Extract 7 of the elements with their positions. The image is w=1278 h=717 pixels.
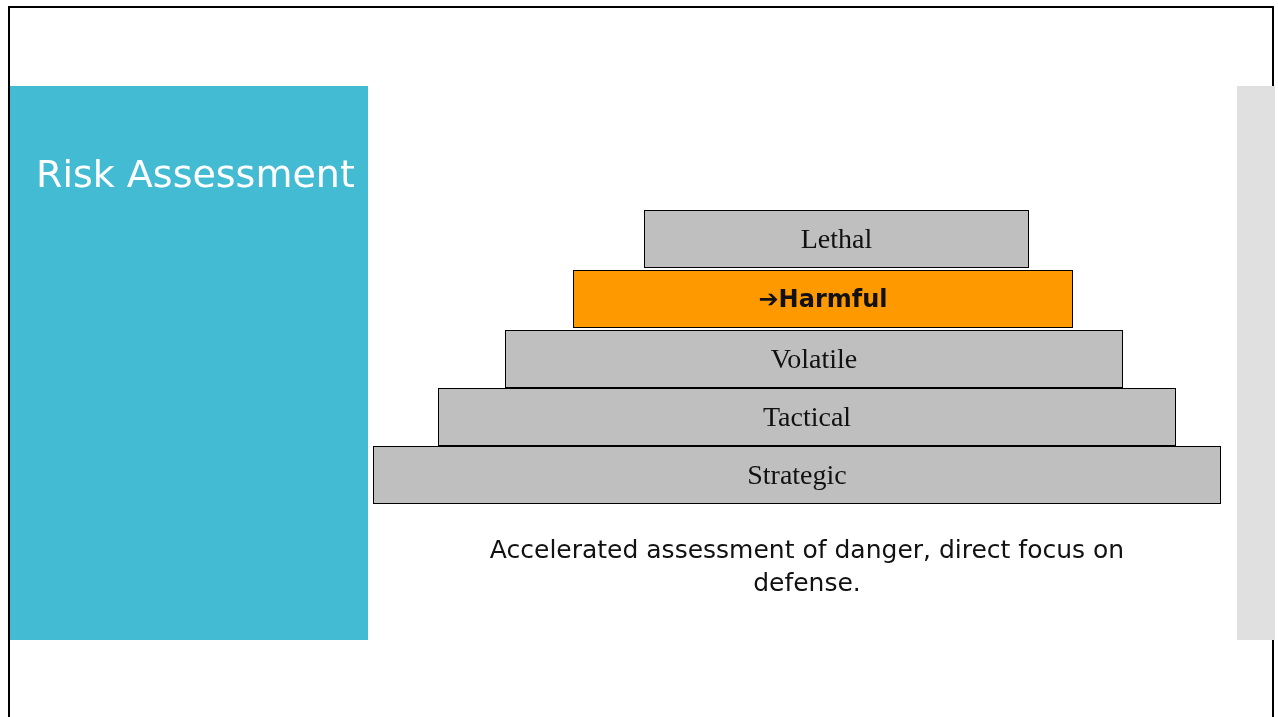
highlighted-pyramid-tier: ➔Harmful [573, 270, 1073, 328]
pyramid-tier: Strategic [373, 446, 1221, 504]
pyramid-tier: Tactical [438, 388, 1176, 446]
pyramid-tier: Volatile [505, 330, 1123, 388]
slide-title: Risk Assessment [36, 152, 355, 196]
caption-text: Accelerated assessment of danger, direct focus on defense. [488, 534, 1126, 599]
pyramid-tier: Lethal [644, 210, 1029, 268]
